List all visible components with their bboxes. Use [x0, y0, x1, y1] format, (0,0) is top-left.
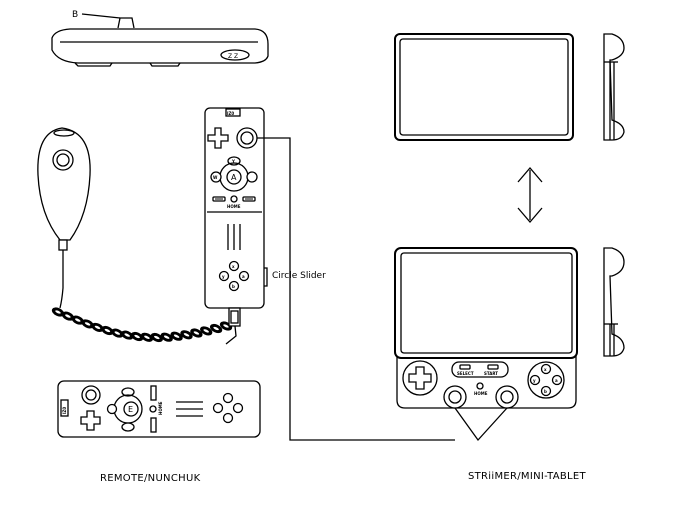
horizontal-left-button [106, 403, 118, 415]
tablet-face-left [529, 374, 541, 386]
tablet-face-right [551, 374, 563, 386]
horizontal-minus-button [150, 385, 157, 401]
start-label: START [484, 371, 498, 376]
tablet-face-a: a [555, 378, 558, 383]
horizontal-home-button [149, 405, 157, 413]
tablet-face-y: y [533, 378, 536, 383]
w-button [210, 171, 222, 183]
caption-striimer-mini-tablet: STRiiMER/MINI-TABLET [468, 471, 587, 482]
select-button [459, 364, 471, 370]
left-analog-stick [443, 385, 467, 409]
side-zz-label: Z Z [228, 53, 238, 60]
tablet-face-bottom [540, 385, 552, 397]
b-button-label: B [72, 10, 78, 20]
horizontal-bottom-button [121, 422, 135, 432]
horizontal-home-label: HOME [158, 401, 163, 415]
tablet-dpad-icon [408, 366, 432, 390]
a-button-label: A [231, 173, 237, 182]
remote-side-view: B Z Z [51, 10, 269, 67]
face-button-left [218, 270, 230, 282]
horizontal-face-top [222, 392, 234, 404]
remote-front-view: IZ0 Y A W HOME x y a b [204, 107, 268, 327]
face-button-top [228, 260, 240, 272]
select-label: SELECT [457, 371, 474, 376]
horizontal-dpad-icon [80, 410, 101, 431]
remote-face-y: y [222, 274, 225, 279]
tablet-home-label: HOME [474, 391, 488, 396]
stick-connector-lines [454, 407, 508, 442]
horizontal-pointer-button [81, 385, 101, 405]
home-button [230, 195, 238, 203]
tablet-controls-view: SELECT START HOME x y a b [394, 247, 625, 409]
dpad-icon [207, 127, 229, 149]
tablet-face-x: x [544, 367, 547, 372]
face-button-right [238, 270, 250, 282]
a-button [226, 169, 242, 185]
tablet-dpad-ring [402, 360, 438, 396]
tablet-home-button [476, 382, 484, 390]
nunchuk [37, 127, 91, 262]
w-button-label: W [213, 175, 218, 180]
horizontal-face-bottom [222, 412, 234, 424]
remote-horizontal-view: IZ0 E HOME [57, 380, 261, 438]
horizontal-face-right [232, 402, 244, 414]
horizontal-face-left [212, 402, 224, 414]
remote-brand-label: IZ0 [227, 111, 234, 116]
y-button-label: Y [231, 159, 235, 164]
pointer-button [236, 127, 258, 149]
right-side-button [246, 171, 258, 183]
horizontal-plus-button [150, 417, 157, 433]
tablet-top-view [394, 33, 625, 141]
face-button-bottom [228, 280, 240, 292]
horizontal-y-button [121, 387, 135, 397]
remote-face-a: a [242, 274, 245, 279]
caption-remote-nunchuk: REMOTE/NUNCHUK [100, 473, 201, 484]
nunchuk-joystick [52, 149, 74, 171]
horizontal-e-label: E [128, 405, 133, 414]
remote-home-label: HOME [227, 204, 241, 209]
remote-face-x: x [232, 264, 235, 269]
circle-slider-line [257, 137, 455, 441]
start-button [487, 364, 499, 370]
right-analog-stick [495, 385, 519, 409]
horizontal-brand-label: IZ0 [62, 407, 67, 414]
horizontal-e-button [123, 401, 139, 417]
tablet-face-top [540, 363, 552, 375]
tablet-face-b: b [544, 389, 547, 394]
coiled-cable [51, 262, 233, 343]
side-oval-button [220, 49, 250, 61]
remote-face-b: b [232, 284, 235, 289]
circle-slider-label: Circle Slider [272, 271, 326, 281]
tablet-face-ring [527, 361, 565, 399]
double-arrow-icon [517, 167, 543, 223]
